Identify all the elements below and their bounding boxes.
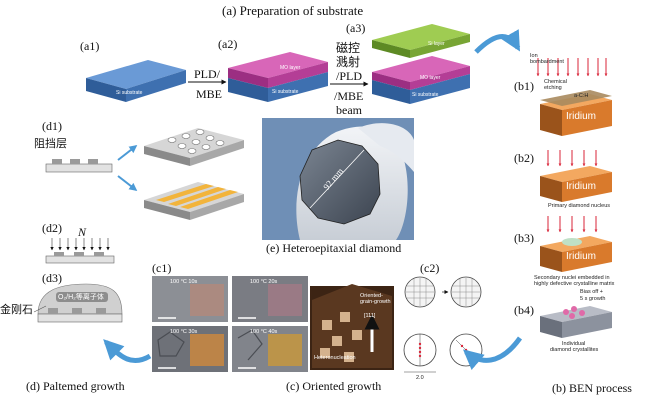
d2-implant-diagram (45, 238, 115, 264)
d3-material-text: 金刚石 (0, 303, 33, 316)
label-a1: (a1) (80, 39, 100, 53)
arrow1-text-2: MBE (196, 87, 223, 101)
title-oriented: (c) Oriented growth (286, 379, 382, 393)
label-d2: (d2) (42, 221, 62, 235)
b2-caption: Primary diamond nucleus (548, 203, 611, 209)
a2-mo-text: MO layer (280, 65, 301, 71)
arrow2-text-3: /PLD (336, 69, 363, 83)
b3-iridium-block (540, 216, 612, 272)
arrow-b-to-c (462, 336, 523, 371)
arrow2-text-1: 磁控 (336, 41, 361, 55)
stripes-pattern-block (144, 182, 244, 220)
d3-ions-text: O₂/H₂等离子体 (58, 294, 104, 301)
b3-caption-2: highly defective crystalline matrix (534, 281, 615, 287)
label-a3: (a3) (346, 21, 366, 35)
label-c2: (c2) (420, 261, 440, 275)
d1-mask-text: 阻挡层 (34, 137, 67, 150)
b1-iridium-block (536, 58, 612, 136)
b4-note-1: Bias off + (580, 289, 603, 295)
b2-iridium-block (540, 150, 612, 202)
b1-note-4: etching (544, 85, 562, 91)
b4-caption-1: Individual (562, 341, 586, 347)
arrow1-text-1: PLD/ (194, 67, 221, 81)
d1-mask-bar (45, 159, 113, 173)
model-text-2: grain-growth (360, 299, 391, 305)
c1-panel-3: 100 °C 30s (170, 329, 198, 335)
b3-iridium: Iridium (566, 251, 597, 262)
b1-note-3: Chemical (544, 79, 567, 85)
a3-stack-block (372, 24, 470, 104)
c1-panel-1: 100 °C 10s (170, 279, 198, 285)
b4-caption-2: diamond crystallites (550, 347, 599, 353)
a3-si-layer-text: Si layer (428, 41, 445, 47)
b1-film: a-C:H (574, 93, 589, 99)
b2-iridium: Iridium (566, 181, 597, 192)
a3-mo-text: MO layer (420, 75, 441, 81)
model-text-4: Heteronucleation (314, 355, 356, 361)
label-b3: (b3) (514, 231, 534, 245)
d2-ion-text: N (78, 225, 87, 239)
label-d3: (d3) (42, 271, 62, 285)
c1-micrographs (152, 276, 308, 372)
c2-scale: 2.0 (416, 375, 424, 381)
c1-panel-2: 100 °C 20s (250, 279, 278, 285)
a1-substrate-block (86, 60, 186, 102)
b4-diamond-block (540, 306, 612, 338)
c1-growth-model (310, 284, 394, 370)
a2-si-text: Si substrate (272, 89, 299, 95)
label-b1: (b1) (514, 79, 534, 93)
title-patterned: (d) Paltemed growth (26, 379, 125, 393)
a3-si-text: Si substrate (412, 92, 439, 98)
label-c1: (c1) (152, 261, 172, 275)
arrow-c-to-d (103, 339, 152, 364)
arrow-d1-holes (117, 145, 138, 161)
caption-heteroepitaxial: (e) Heteroepitaxial diamond (266, 241, 402, 255)
title-ben: (b) BEN process (552, 381, 632, 395)
a1-layer-text: Si substrate (116, 90, 143, 96)
arrow2-text-2: 溅射 (336, 55, 361, 69)
arrow-d1-stripes (117, 175, 138, 191)
model-text-1: Oriented- (360, 293, 383, 299)
wafer-photo (262, 118, 414, 240)
d3-overgrowth-diagram (33, 283, 123, 323)
title-preparation: (a) Preparation of substrate (222, 3, 364, 18)
arrow-a3-b1 (474, 29, 521, 54)
arrow2-text-4: /MBE (334, 89, 364, 103)
c1-panel-4: 100 °C 40s (250, 329, 278, 335)
b1-note-2: bombardment (530, 59, 564, 65)
model-text-3: [111] (364, 313, 376, 319)
b1-note-1: Ion (530, 53, 538, 59)
a2-stack-block (228, 52, 328, 102)
c2-pole-figures (403, 276, 483, 373)
label-b4: (b4) (514, 303, 534, 317)
label-d1: (d1) (42, 119, 62, 133)
b3-caption-1: Secondary nuclei embedded in (534, 275, 610, 281)
holes-pattern-block (144, 128, 244, 166)
b1-iridium: Iridium (566, 111, 597, 122)
b4-note-2: 5 s growth (580, 296, 606, 302)
arrow2-text-5: beam (336, 103, 362, 117)
label-b2: (b2) (514, 151, 534, 165)
label-a2: (a2) (218, 37, 238, 51)
